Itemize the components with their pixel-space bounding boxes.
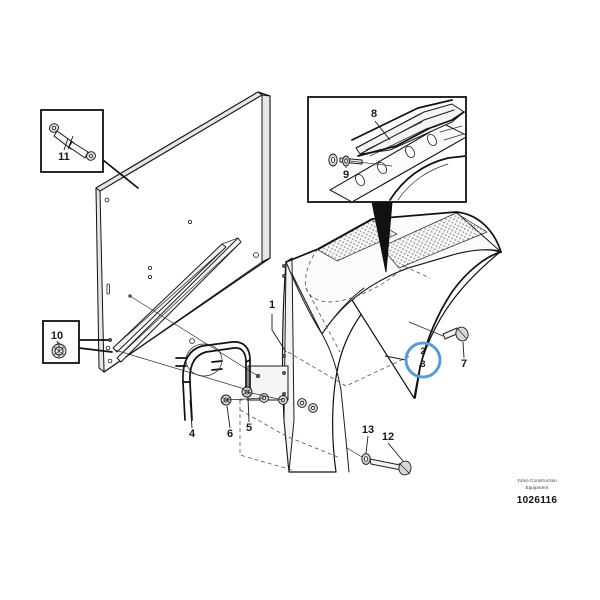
leader-3 — [384, 355, 407, 361]
fender-crease — [285, 261, 350, 473]
callout-11: 11 — [58, 151, 70, 163]
grommet-detail-leader — [78, 339, 113, 353]
leader-1 — [271, 314, 287, 353]
grommet-part — [51, 343, 67, 359]
leader-11 — [67, 135, 74, 150]
fender-top-contour — [285, 211, 502, 263]
leader-12 — [387, 442, 404, 462]
part-number: 1026116 — [517, 495, 558, 506]
support-brackets — [112, 237, 242, 363]
side-panel-right-edge — [261, 94, 271, 263]
callout-labels: 1 2 3 4 5 6 7 8 9 10 11 12 13 — [51, 108, 467, 443]
callout-leaders — [56, 137, 465, 462]
leader-10-stem — [56, 340, 59, 345]
panel-edge-detail-contents — [328, 99, 465, 201]
leader-7 — [462, 341, 465, 359]
grommet-detail-box — [42, 320, 113, 364]
callout-7: 7 — [461, 358, 467, 370]
leader-5 — [247, 397, 250, 423]
washer-13-bolt-12 — [346, 447, 412, 476]
fender-front-ridge — [321, 287, 365, 335]
strut-detail-frame — [40, 109, 104, 173]
callout-12: 12 — [382, 431, 394, 443]
callout-13: 13 — [362, 424, 374, 436]
side-panel-face — [95, 91, 271, 373]
callout-4: 4 — [189, 428, 196, 440]
brand-line-1: Volvo Construction — [517, 478, 557, 483]
leader-6 — [226, 405, 231, 429]
handrail-guard — [175, 341, 251, 421]
callout-9: 9 — [343, 169, 349, 181]
leader-4 — [189, 399, 193, 429]
lower-fasteners — [220, 386, 318, 413]
callout-5: 5 — [246, 422, 252, 434]
panel-to-fender-link — [129, 295, 259, 377]
gas-strut-part — [49, 123, 96, 161]
footer-block: Volvo Construction Equipment 1026116 — [517, 478, 558, 506]
bolt-7 — [408, 321, 469, 342]
side-panel-plate — [95, 91, 271, 391]
leader-11-stem — [63, 137, 69, 151]
callout-1: 1 — [269, 299, 275, 311]
leader-8 — [374, 120, 391, 141]
side-panel-holes — [104, 197, 259, 364]
fender-left-edge — [283, 257, 295, 473]
fender-right-rim — [414, 251, 502, 399]
brand-line-2: Equipment — [526, 485, 549, 490]
selection-highlight-ring[interactable] — [404, 341, 442, 379]
callout-6: 6 — [227, 428, 233, 440]
panel-edge-detail-box — [307, 96, 467, 273]
gas-strut-detail-box — [40, 109, 139, 189]
callout-8: 8 — [371, 108, 377, 120]
callout-2: 2 — [420, 346, 425, 356]
callout-3: 3 — [420, 359, 425, 369]
leader-13 — [365, 435, 369, 454]
callout-10: 10 — [51, 330, 63, 342]
strut-detail-leader — [102, 159, 139, 189]
hidden-lines — [239, 248, 431, 471]
